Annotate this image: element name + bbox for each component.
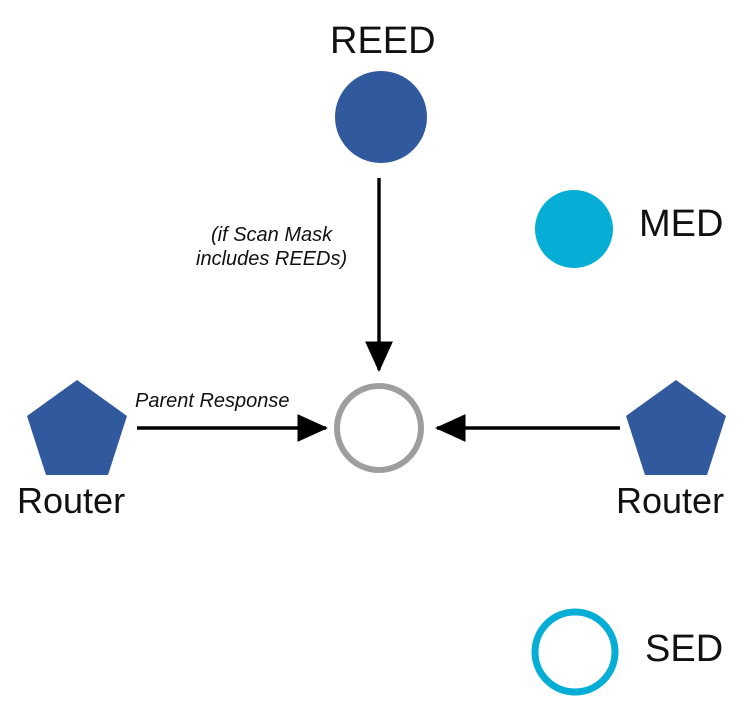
node-med-shape[interactable] [535,190,613,268]
node-label-med: MED [639,203,724,245]
node-label-sed: SED [645,628,724,670]
node-router-left-shape[interactable] [27,380,127,475]
node-label-router-right: Router [616,480,725,521]
node-label-reed: REED [330,20,436,62]
node-joiner-shape[interactable] [334,383,424,473]
edge-label-scan-mask-line-1: (if Scan Mask [211,224,333,246]
node-router-right-shape[interactable] [626,380,726,475]
edge-label-scan-mask: (if Scan Mask includes REEDs) [196,224,347,271]
edge-label-parent-response: Parent Response [135,390,290,412]
node-reed-shape[interactable] [335,71,427,163]
node-sed-shape[interactable] [531,608,619,696]
node-label-router-left: Router [17,480,126,521]
edge-label-scan-mask-line-2: includes REEDs) [196,247,348,270]
